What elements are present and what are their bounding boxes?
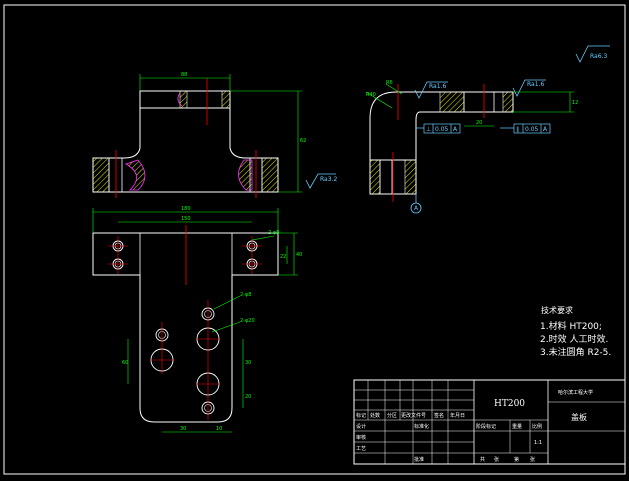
dim-height-right: 62	[300, 138, 306, 144]
dim-bottom-mid: 10	[216, 426, 222, 432]
dim-top-width: 88	[181, 72, 187, 78]
roughness-side-top: Ra1.6	[429, 83, 446, 90]
tb-row-design: 设计	[356, 423, 366, 430]
plan-view: 180 150 22 40 2-φ8 2-φ20 2-φ8 30 10 60 3…	[92, 206, 302, 433]
tb-stage-label: 阶段标记	[476, 423, 496, 430]
dim-bottom-left: 30	[180, 426, 186, 432]
tb-part-name: 盖板	[571, 412, 587, 422]
side-view: A R40 R6 20 12 ⊥ 0.05 A ∥ 0.05 A Ra1.6 R…	[365, 79, 578, 214]
dim-plan-width: 180	[181, 206, 191, 212]
tb-col-count: 处数	[370, 412, 380, 419]
roughness-front: Ra3.2	[320, 176, 337, 183]
dim-side-v1: 12	[572, 100, 578, 106]
tb-sheet-unit: 张	[530, 456, 535, 463]
dim-plan-h1: 22	[280, 254, 286, 260]
tb-sheets-this: 张	[494, 456, 499, 463]
tb-school: 哈尔滨工程大学	[558, 389, 593, 396]
technical-notes: 技术要求 1.材料 HT200; 2.时效 人工时效. 3.未注圆角 R2-5.	[540, 305, 611, 358]
tb-col-zone: 分区	[387, 412, 397, 419]
tb-row-check: 审核	[356, 434, 366, 441]
tol1-symbol: ⊥	[426, 126, 431, 133]
dim-plan-h2: 40	[296, 252, 302, 258]
tb-sheet-no: 第	[514, 456, 519, 463]
tol1-value: 0.05	[435, 126, 449, 133]
note-item-1: 1.材料 HT200;	[540, 320, 602, 332]
tolerance-frame-2	[513, 123, 551, 134]
note-item-2: 2.时效 人工时效.	[540, 333, 608, 345]
tb-sheets-total: 共	[480, 456, 485, 463]
dim-side-r6: R6	[386, 80, 393, 86]
dim-plan-inner: 150	[181, 216, 191, 222]
tb-row-std: 标准化	[414, 423, 429, 430]
tb-col-doc: 更改文件号	[401, 412, 426, 419]
front-view: 88 62 Ra3.2	[92, 72, 337, 198]
tb-col-date: 年月日	[450, 412, 465, 419]
roughness-overall: Ra6.3	[575, 45, 610, 63]
dim-bottom-v1: 60	[122, 360, 128, 366]
tb-scale-value: 1:1	[534, 440, 542, 446]
tb-row-approve: 批准	[414, 456, 424, 463]
tb-col-mark: 标记	[356, 412, 366, 419]
note-item-3: 3.未注圆角 R2-5.	[540, 346, 611, 358]
dim-bottom-v3: 20	[245, 394, 251, 400]
dim-bottom-v2: 30	[245, 360, 251, 366]
roughness-side-right: Ra1.6	[527, 81, 544, 88]
dim-side-w1: 20	[476, 120, 482, 126]
dim-side-r40: R40	[366, 92, 376, 98]
dim-hole-small-2: 2-φ8	[240, 292, 251, 298]
tb-row-process: 工艺	[356, 446, 366, 452]
sheet-border	[3, 4, 626, 475]
datum-a: A	[414, 205, 419, 212]
dim-hole-large: 2-φ20	[240, 318, 255, 324]
tol2-symbol: ∥	[516, 126, 519, 133]
tolerance-frame-1	[423, 123, 461, 134]
tol2-ref: A	[543, 126, 548, 133]
tol1-ref: A	[453, 126, 458, 133]
tol2-value: 0.05	[525, 126, 539, 133]
tb-col-sign: 签名	[434, 412, 444, 419]
tb-weight-label: 重量	[512, 423, 522, 430]
title-block: 标记 处数 分区 更改文件号 签名 年月日 设计 标准化 审核 工艺 批准 HT…	[353, 379, 626, 465]
roughness-top-right: Ra6.3	[590, 53, 607, 60]
notes-heading: 技术要求	[541, 305, 573, 315]
dim-hole-small: 2-φ8	[268, 230, 279, 236]
tb-scale-label: 比例	[532, 423, 542, 430]
tb-material: HT200	[494, 399, 525, 409]
